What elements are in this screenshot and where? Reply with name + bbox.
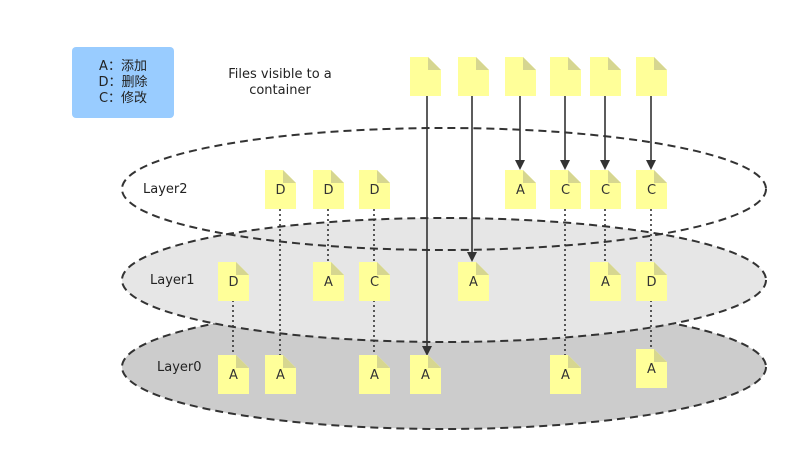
file-icon-layer0: A: [218, 355, 249, 394]
layer0-label: Layer0: [157, 360, 202, 375]
file-letter: C: [370, 275, 379, 290]
file-icon-top: [410, 57, 441, 96]
file-letter: A: [324, 275, 333, 290]
file-letter: C: [561, 183, 570, 198]
layer2-label: Layer2: [143, 182, 188, 197]
file-letter: A: [647, 362, 656, 377]
layer2-ellipse: [121, 127, 767, 251]
dotted-links: [232, 209, 652, 356]
file-icon-top: [590, 57, 621, 96]
file-letter: C: [647, 183, 656, 198]
caption-line-1: Files visible to a: [228, 67, 332, 82]
file-icon-top: [550, 57, 581, 96]
file-icon-layer1: A: [313, 262, 344, 301]
file-icon-layer1: C: [359, 262, 390, 301]
file-icon-layer1: D: [218, 262, 249, 301]
file-icon-layer0: A: [265, 355, 296, 394]
file-icon-layer2: D: [359, 170, 390, 209]
layer1-label: Layer1: [150, 273, 195, 288]
file-letter: A: [516, 183, 525, 198]
file-letter: A: [421, 368, 430, 383]
arrows: [422, 96, 656, 356]
file-icon-top: [636, 57, 667, 96]
file-icon-layer1: A: [590, 262, 621, 301]
file-icon-layer0: A: [359, 355, 390, 394]
file-icon-layer0: A: [636, 349, 667, 388]
file-letter: D: [369, 183, 379, 198]
file-letter: A: [601, 275, 610, 290]
visible-files-caption: Files visible to a container: [215, 67, 345, 99]
legend-modify: C：修改: [98, 91, 148, 106]
file-icon-layer0: A: [550, 355, 581, 394]
file-icon-layer2: C: [550, 170, 581, 209]
file-icons: D D D A C C C D A C A A D A A A A A A: [218, 57, 667, 394]
caption-line-2: container: [249, 83, 311, 98]
file-letter: D: [323, 183, 333, 198]
file-icon-layer1: A: [458, 262, 489, 301]
file-icon-layer0: A: [410, 355, 441, 394]
file-letter: A: [276, 368, 285, 383]
file-icon-layer2: C: [590, 170, 621, 209]
file-letter: A: [370, 368, 379, 383]
legend-delete: D：删除: [98, 75, 148, 90]
file-icon-layer1: D: [636, 262, 667, 301]
legend-box: A：添加 D：删除 C：修改: [72, 47, 174, 118]
file-letter: A: [561, 368, 570, 383]
layer0-ellipse: [121, 304, 767, 430]
file-letter: D: [646, 275, 656, 290]
file-icon-top: [505, 57, 536, 96]
file-letter: C: [601, 183, 610, 198]
file-icon-top: [458, 57, 489, 96]
file-icon-layer2: D: [313, 170, 344, 209]
legend-add: A：添加: [99, 59, 147, 74]
file-letter: A: [229, 368, 238, 383]
file-icon-layer2: C: [636, 170, 667, 209]
file-letter: A: [469, 275, 478, 290]
file-icon-layer2: D: [265, 170, 296, 209]
file-letter: D: [275, 183, 285, 198]
file-icon-layer2: A: [505, 170, 536, 209]
file-letter: D: [228, 275, 238, 290]
